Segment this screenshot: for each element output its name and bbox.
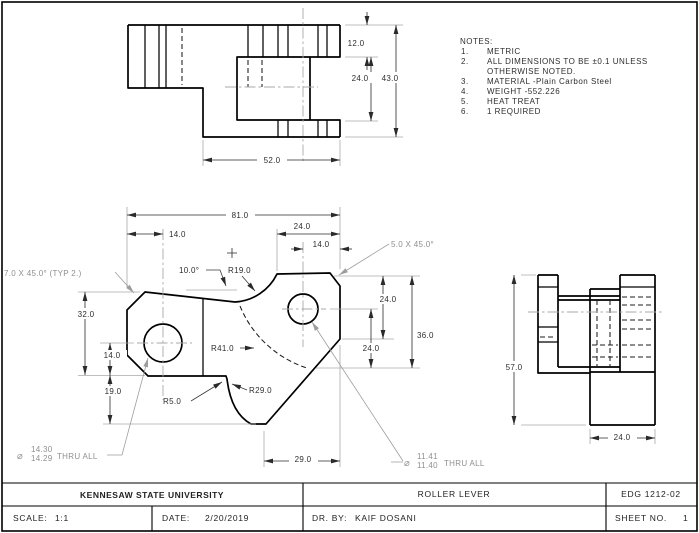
- top-view-extension-lines: [202, 24, 403, 166]
- note-text: HEAT TREAT: [487, 97, 540, 106]
- note-num: 5.: [461, 97, 469, 106]
- note-num: 1.: [461, 47, 469, 56]
- left-hole-thru: THRU ALL: [57, 452, 98, 461]
- dim-angle: 10.0°: [179, 266, 199, 275]
- dim-right-top: 24.0: [380, 295, 397, 304]
- leader-left-hole: [107, 357, 149, 456]
- top-view-edges: [144, 25, 328, 137]
- r19-center-mark: [227, 248, 237, 258]
- title-block: KENNESAW STATE UNIVERSITY ROLLER LEVER E…: [2, 482, 697, 531]
- dim-r5: R5.0: [163, 397, 181, 406]
- right-hole-dia-lower: 11.40: [417, 461, 438, 470]
- date-value: 2/20/2019: [205, 513, 249, 523]
- dim-top-slot: 24.0: [352, 74, 369, 83]
- note-chamfer-left: 7.0 X 45.0° (TYP 2.): [4, 269, 82, 278]
- drawn-by-value: KAIF DOSANI: [355, 513, 417, 523]
- top-view-outline: [127, 24, 341, 138]
- dim-r29: R29.0: [249, 386, 272, 395]
- dim-side-height: 57.0: [506, 363, 523, 372]
- dim-left-hole-x: 14.0: [169, 230, 186, 239]
- top-view: 12.0 24.0 43.0 52.0: [127, 8, 405, 166]
- front-view-centerlines: [137, 229, 326, 400]
- notes: NOTES: 1. METRIC 2. ALL DIMENSIONS TO BE…: [460, 37, 648, 116]
- scale-label: SCALE:: [13, 513, 47, 523]
- dim-side-width: 24.0: [614, 433, 631, 442]
- note-text: METRIC: [487, 47, 521, 56]
- note-text: ALL DIMENSIONS TO BE ±0.1 UNLESS: [487, 57, 648, 66]
- diameter-icon: ⌀: [17, 451, 23, 462]
- note-text: OTHERWISE NOTED.: [487, 67, 576, 76]
- note-text: 1 REQUIRED: [487, 107, 541, 116]
- date-label: DATE:: [162, 513, 190, 523]
- dim-left-hole-y: 14.0: [104, 351, 121, 360]
- diameter-icon: ⌀: [404, 458, 410, 469]
- drawing-number: EDG 1212-02: [621, 489, 681, 499]
- sheet-value: 1: [683, 513, 688, 523]
- side-view-hidden-lines: [540, 296, 653, 367]
- leader-r29: [231, 383, 248, 391]
- drawn-by-label: DR. BY:: [312, 513, 347, 523]
- dim-right-hole-x: 14.0: [313, 240, 330, 249]
- note-chamfer-right: 5.0 X 45.0°: [391, 240, 434, 249]
- top-view-hidden-lines: [181, 28, 263, 87]
- note-num: 6.: [461, 107, 469, 116]
- right-hole-thru: THRU ALL: [444, 459, 485, 468]
- dim-top-height: 43.0: [382, 74, 399, 83]
- dim-r19: R19.0: [228, 266, 251, 275]
- leader-angle: [206, 269, 227, 287]
- dim-right-hole-y: 24.0: [363, 344, 380, 353]
- dim-right-height: 36.0: [417, 331, 434, 340]
- top-view-centerlines: [225, 8, 318, 163]
- dim-bottom-width: 29.0: [295, 455, 312, 464]
- leader-r19: [241, 275, 256, 292]
- dim-top-thickness: 12.0: [348, 39, 365, 48]
- sheet-label: SHEET NO.: [615, 513, 667, 523]
- side-view-outline: [537, 274, 656, 426]
- left-hole-dia-lower: 14.29: [31, 454, 53, 463]
- title-block-lines: [2, 482, 697, 531]
- left-hole-dia-upper: 14.30: [31, 445, 53, 454]
- dim-left-drop: 19.0: [105, 387, 122, 396]
- notes-title: NOTES:: [460, 37, 493, 46]
- front-view-outline: [126, 272, 341, 425]
- part-title: ROLLER LEVER: [418, 489, 491, 499]
- leader-r5: [190, 381, 223, 402]
- dim-top-width: 52.0: [264, 156, 281, 165]
- side-view: 57.0 24.0: [500, 274, 662, 444]
- note-text: MATERIAL -Plain Carbon Steel: [487, 77, 612, 86]
- university-name: KENNESAW STATE UNIVERSITY: [80, 490, 224, 500]
- leader-chamfer-left: [114, 271, 135, 294]
- note-num: 2.: [461, 57, 469, 66]
- front-view-hidden-arc-r41: [239, 305, 308, 369]
- side-view-edges: [538, 286, 655, 343]
- leader-right-hole: [312, 322, 404, 463]
- dim-overall-width: 81.0: [232, 211, 249, 220]
- scale-value: 1:1: [55, 513, 69, 523]
- dim-left-height: 32.0: [78, 310, 95, 319]
- note-num: 3.: [461, 77, 469, 86]
- note-text: WEIGHT -552.226: [487, 87, 560, 96]
- dim-r41: R41.0: [211, 344, 234, 353]
- note-num: 4.: [461, 87, 469, 96]
- front-view: 81.0 14.0 24.0 14.0 24.0 24.0 36.0 29.0 …: [4, 207, 485, 470]
- dim-flat-top: 24.0: [294, 222, 311, 231]
- leader-chamfer-right: [338, 243, 390, 276]
- right-hole-dia-upper: 11.41: [417, 452, 438, 461]
- side-view-extension-lines: [521, 274, 656, 444]
